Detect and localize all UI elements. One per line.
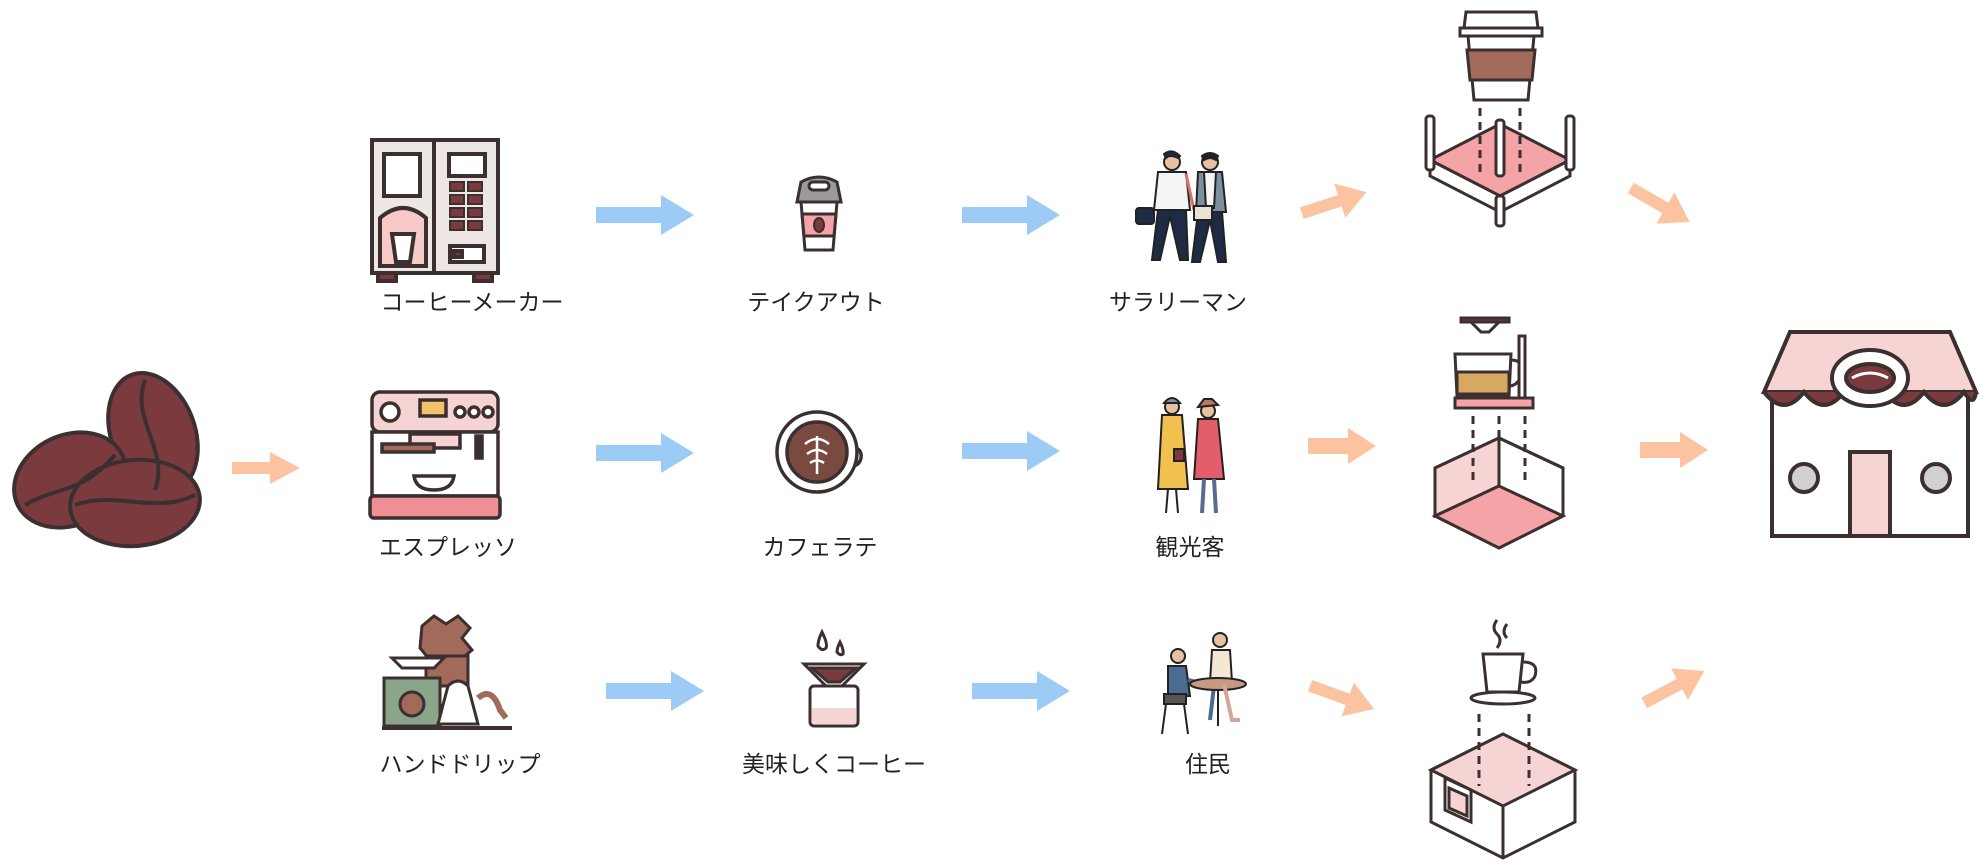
customer-label-1: サラリーマン xyxy=(1109,290,1247,316)
coffee-beans-icon xyxy=(12,370,202,549)
arrow-row2-a xyxy=(596,433,694,473)
machine-label-2: エスプレッソ xyxy=(379,535,517,561)
takeout-stand-icon xyxy=(1424,10,1576,228)
arrow-row1-a xyxy=(596,195,694,235)
arrow-source xyxy=(232,452,300,484)
product-label-1: テイクアウト xyxy=(747,290,885,316)
product-label-3: 美味しくコーヒー xyxy=(742,752,926,778)
coffee-maker-icon xyxy=(370,138,500,283)
arrow-row1-c xyxy=(1299,183,1367,219)
customer-label-2: 観光客 xyxy=(1155,535,1225,561)
arrow-row3-d xyxy=(1641,668,1705,709)
hand-drip-icon xyxy=(382,614,512,730)
machine-label-1: コーヒーメーカー xyxy=(380,290,564,316)
takeout-cup-icon xyxy=(795,175,843,252)
latte-cup-icon xyxy=(775,410,863,494)
dripper-icon xyxy=(800,628,868,728)
arrow-row3-c xyxy=(1308,680,1375,717)
drip-booth-icon xyxy=(1431,316,1567,550)
salarymen-icon xyxy=(1135,150,1228,263)
machine-label-3: ハンドドリップ xyxy=(379,752,541,778)
arrow-row1-b xyxy=(962,195,1060,235)
arrow-row3-a xyxy=(606,671,704,711)
espresso-machine-icon xyxy=(368,390,502,520)
arrow-row2-c xyxy=(1308,428,1376,464)
tourists-icon xyxy=(1156,397,1226,514)
cafe-booth-icon xyxy=(1427,619,1579,860)
arrow-row2-b xyxy=(962,431,1060,471)
customer-label-3: 住民 xyxy=(1185,752,1231,778)
product-label-2: カフェラテ xyxy=(762,535,878,561)
arrow-row1-d xyxy=(1627,182,1690,224)
coffee-shop-icon xyxy=(1760,330,1980,538)
residents-icon xyxy=(1161,632,1247,735)
arrow-row2-d xyxy=(1640,432,1708,468)
arrow-row3-b xyxy=(972,671,1070,711)
